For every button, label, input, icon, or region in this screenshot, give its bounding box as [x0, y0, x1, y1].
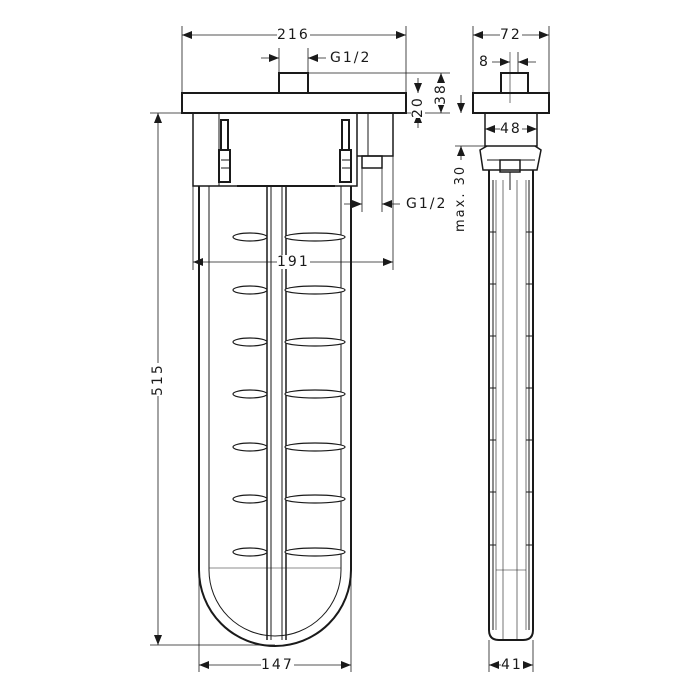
front-view [181, 72, 407, 647]
side-view [472, 52, 550, 641]
top-plate [181, 92, 407, 114]
dim-overall-width: 216 [277, 27, 310, 43]
front-dimensions [150, 26, 450, 672]
dim-inlet-thread-top: G1/2 [330, 50, 372, 66]
dim-inner-width: 191 [277, 254, 310, 270]
dim-plate-height: 20 [410, 96, 426, 118]
side-fin-marks [490, 231, 532, 546]
dim-side-inlet-offset: 8 [479, 54, 490, 70]
dim-body-width: 147 [261, 657, 294, 673]
dim-side-body-width: 48 [500, 121, 522, 137]
dim-outlet-thread-side: G1/2 [406, 196, 448, 212]
dim-top-height: 38 [433, 83, 449, 105]
dim-side-width: 72 [500, 27, 522, 43]
dim-overall-height: 515 [150, 363, 166, 396]
top-inlet-connector [278, 72, 309, 94]
dim-max-depth: max. 30 [453, 164, 468, 232]
dim-side-body-depth: 41 [501, 657, 523, 673]
